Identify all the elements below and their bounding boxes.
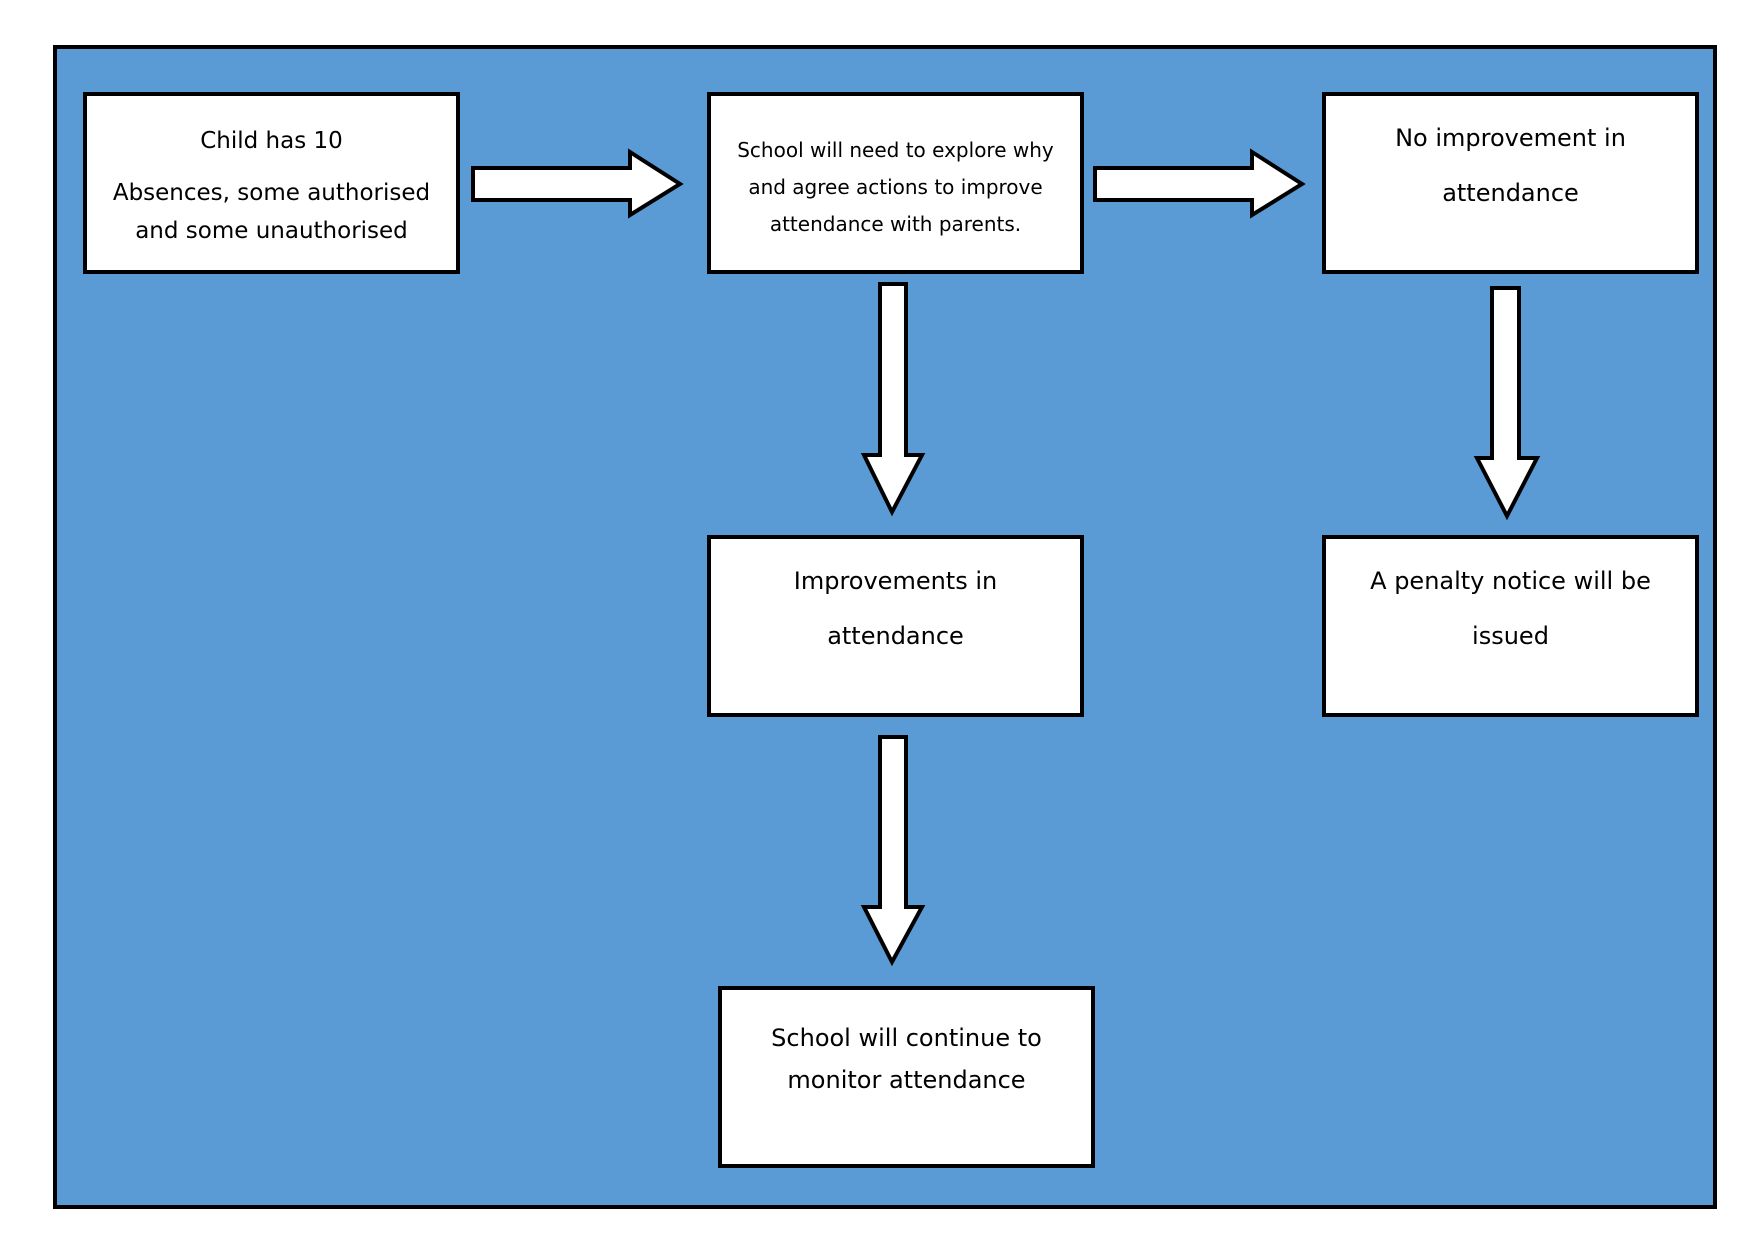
node-penalty-notice-line-1: A penalty notice will be (1370, 567, 1651, 595)
node-school-explore-line-2: and agree actions to improve (748, 175, 1043, 199)
node-continue-monitor-line-1: School will continue to (771, 1024, 1042, 1052)
node-improvements-line-1: Improvements in (793, 567, 998, 595)
node-penalty-notice: A penalty notice will be issued (1322, 535, 1699, 717)
node-school-explore: School will need to explore why and agre… (707, 92, 1084, 274)
arrow-explore-to-improvements (860, 282, 926, 517)
node-improvements: Improvements in attendance (707, 535, 1084, 717)
node-no-improvement-line-1: No improvement in (1395, 124, 1626, 152)
node-no-improvement: No improvement in attendance (1322, 92, 1699, 274)
arrow-no-improvement-to-penalty (1473, 286, 1541, 521)
node-no-improvement-line-2: attendance (1442, 179, 1579, 207)
node-school-explore-line-3: attendance with parents. (769, 212, 1022, 236)
arrow-start-to-explore (471, 148, 684, 219)
node-penalty-notice-line-2: issued (1472, 622, 1549, 650)
arrow-explore-to-no-improvement (1093, 148, 1306, 219)
node-improvements-line-2: attendance (827, 622, 964, 650)
node-continue-monitor: School will continue to monitor attendan… (718, 986, 1095, 1168)
node-child-absences-line-2: Absences, some authorised (112, 180, 431, 206)
node-school-explore-line-1: School will need to explore why (737, 138, 1054, 162)
node-continue-monitor-line-2: monitor attendance (787, 1066, 1026, 1094)
node-child-absences: Child has 10 Absences, some authorised a… (83, 92, 460, 274)
node-child-absences-line-3: and some unauthorised (135, 218, 408, 244)
arrow-improvements-to-monitor (860, 735, 926, 967)
node-child-absences-line-1: Child has 10 (200, 128, 343, 154)
